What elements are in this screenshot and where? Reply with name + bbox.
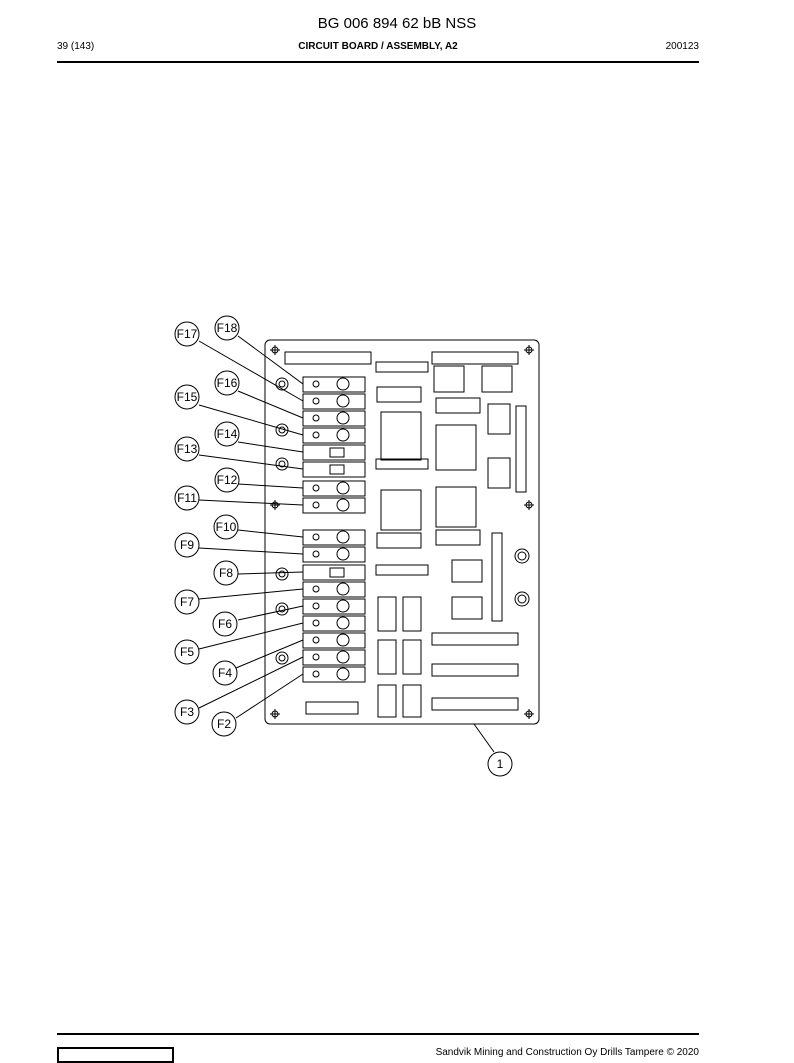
callout-label: F18 <box>217 321 238 335</box>
callout-f10: F10 <box>213 514 239 540</box>
callout-label: F5 <box>180 645 194 659</box>
callout-f4: F4 <box>212 660 238 686</box>
top-connectors <box>284 351 519 373</box>
callout-f6: F6 <box>212 611 238 637</box>
callout-f3: F3 <box>174 699 200 725</box>
callout-f13: F13 <box>174 436 200 462</box>
company-logo <box>57 1047 174 1063</box>
callout-item-1: 1 <box>487 751 513 777</box>
board-outline <box>264 339 540 725</box>
indicators <box>275 377 530 665</box>
callout-f14: F14 <box>214 421 240 447</box>
callout-f11: F11 <box>174 485 200 511</box>
page-number: 39 (143) <box>57 41 95 52</box>
callout-label: F6 <box>218 617 232 631</box>
callout-label: F2 <box>217 717 231 731</box>
callout-f2: F2 <box>211 711 237 737</box>
footer-divider <box>57 1033 699 1035</box>
fuse-holders <box>302 376 366 683</box>
callout-f7: F7 <box>174 589 200 615</box>
callout-f8: F8 <box>213 560 239 586</box>
callout-label: F7 <box>180 595 194 609</box>
callout-label: F17 <box>177 327 198 341</box>
callout-f18: F18 <box>214 315 240 341</box>
callout-f15: F15 <box>174 384 200 410</box>
callout-label: 1 <box>497 757 504 771</box>
callout-label: F14 <box>217 427 238 441</box>
document-id: BG 006 894 62 bB NSS <box>317 15 477 32</box>
callout-label: F8 <box>219 566 233 580</box>
callout-label: F13 <box>177 442 198 456</box>
callout-f16: F16 <box>214 370 240 396</box>
callout-label: F10 <box>216 520 237 534</box>
callout-label: F12 <box>217 473 238 487</box>
callout-label: F15 <box>177 390 198 404</box>
leader-lines <box>198 335 495 753</box>
callout-f17: F17 <box>174 321 200 347</box>
header-divider <box>57 61 699 63</box>
callout-label: F11 <box>177 491 197 505</box>
callouts: F18 F17 F16 F15 F14 F13 F12 F11 F10 F9 F… <box>174 315 513 777</box>
relays <box>305 365 527 718</box>
callout-label: F3 <box>180 705 194 719</box>
callout-f9: F9 <box>174 532 200 558</box>
callout-f5: F5 <box>174 639 200 665</box>
document-date: 200123 <box>665 41 699 52</box>
callout-label: F4 <box>218 666 232 680</box>
callout-label: F9 <box>180 538 194 552</box>
callout-label: F16 <box>217 376 238 390</box>
callout-f12: F12 <box>214 467 240 493</box>
mounting-holes <box>270 345 534 719</box>
page-title: CIRCUIT BOARD / ASSEMBLY, A2 <box>298 41 458 52</box>
